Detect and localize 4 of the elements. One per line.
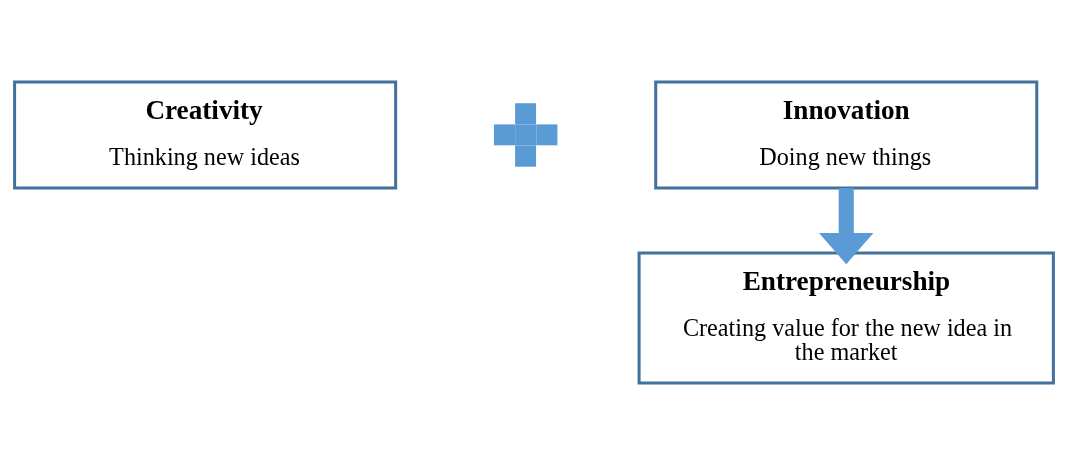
arrow [819, 188, 874, 265]
node-box: Entrepreneurship Creating value for the new idea in the market [637, 251, 1055, 385]
node-box: Creativity Thinking new ideas [13, 80, 398, 190]
node-box: Innovation Doing new things [654, 80, 1039, 190]
